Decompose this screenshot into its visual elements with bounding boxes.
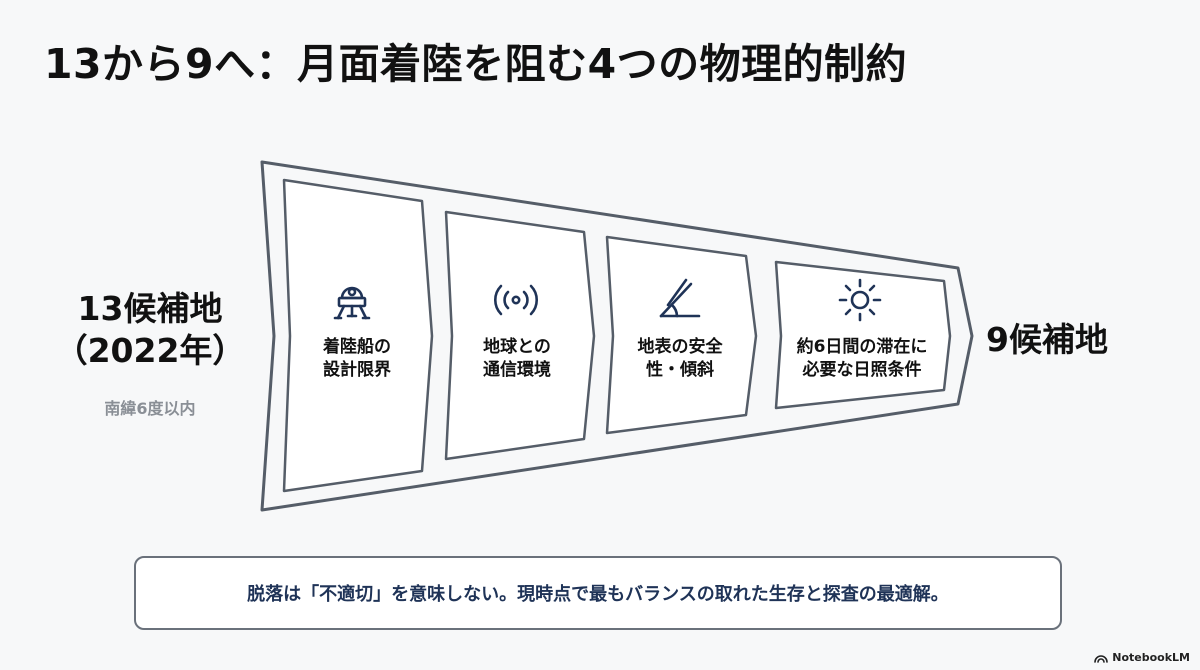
stage-2-line-1: 地球との bbox=[483, 337, 551, 357]
start-year-label: （2022年） bbox=[54, 331, 246, 371]
start-candidate-count: 13候補地 （2022年） bbox=[50, 288, 250, 372]
brand-watermark: NotebookLM bbox=[1094, 651, 1190, 664]
stage-label-2: 地球との 通信環境 bbox=[452, 336, 582, 382]
conclusion-box: 脱落は「不適切」を意味しない。現時点で最もバランスの取れた生存と探査の最適解。 bbox=[134, 556, 1062, 630]
stage-1-line-1: 着陸船の bbox=[323, 337, 391, 357]
start-subtitle: 南緯6度以内 bbox=[104, 399, 196, 418]
stage-panel-3 bbox=[605, 235, 758, 435]
notebooklm-logo-icon bbox=[1094, 654, 1109, 663]
stage-3-line-2: 性・傾斜 bbox=[646, 359, 714, 380]
conclusion-text: 脱落は「不適切」を意味しない。現時点で最もバランスの取れた生存と探査の最適解。 bbox=[247, 584, 949, 605]
funnel-outline bbox=[260, 160, 974, 512]
signal-icon bbox=[494, 284, 538, 316]
brand-label: NotebookLM bbox=[1112, 651, 1190, 664]
stage-2-line-2: 通信環境 bbox=[483, 359, 551, 380]
stage-label-4: 約6日間の滞在に 必要な日照条件 bbox=[782, 336, 942, 382]
stage-4-line-1: 約6日間の滞在に bbox=[796, 337, 928, 357]
stage-panel-1 bbox=[282, 178, 434, 493]
stage-label-1: 着陸船の 設計限界 bbox=[292, 336, 422, 382]
stage-panel-2 bbox=[444, 210, 596, 461]
stage-4-line-2: 必要な日照条件 bbox=[802, 359, 922, 380]
page-title: 13から9へ：月面着陸を阻む4つの物理的制約 bbox=[44, 40, 908, 88]
slope-angle-icon bbox=[659, 278, 701, 318]
stage-panel-4 bbox=[774, 260, 952, 410]
sun-icon bbox=[838, 278, 882, 322]
stage-3-line-1: 地表の安全 bbox=[637, 337, 723, 357]
start-count-label: 13候補地 bbox=[77, 289, 223, 328]
stage-label-3: 地表の安全 性・傾斜 bbox=[614, 336, 746, 382]
end-candidate-count: 9候補地 bbox=[986, 320, 1108, 359]
stage-1-line-2: 設計限界 bbox=[323, 359, 391, 380]
lander-icon bbox=[333, 286, 371, 320]
